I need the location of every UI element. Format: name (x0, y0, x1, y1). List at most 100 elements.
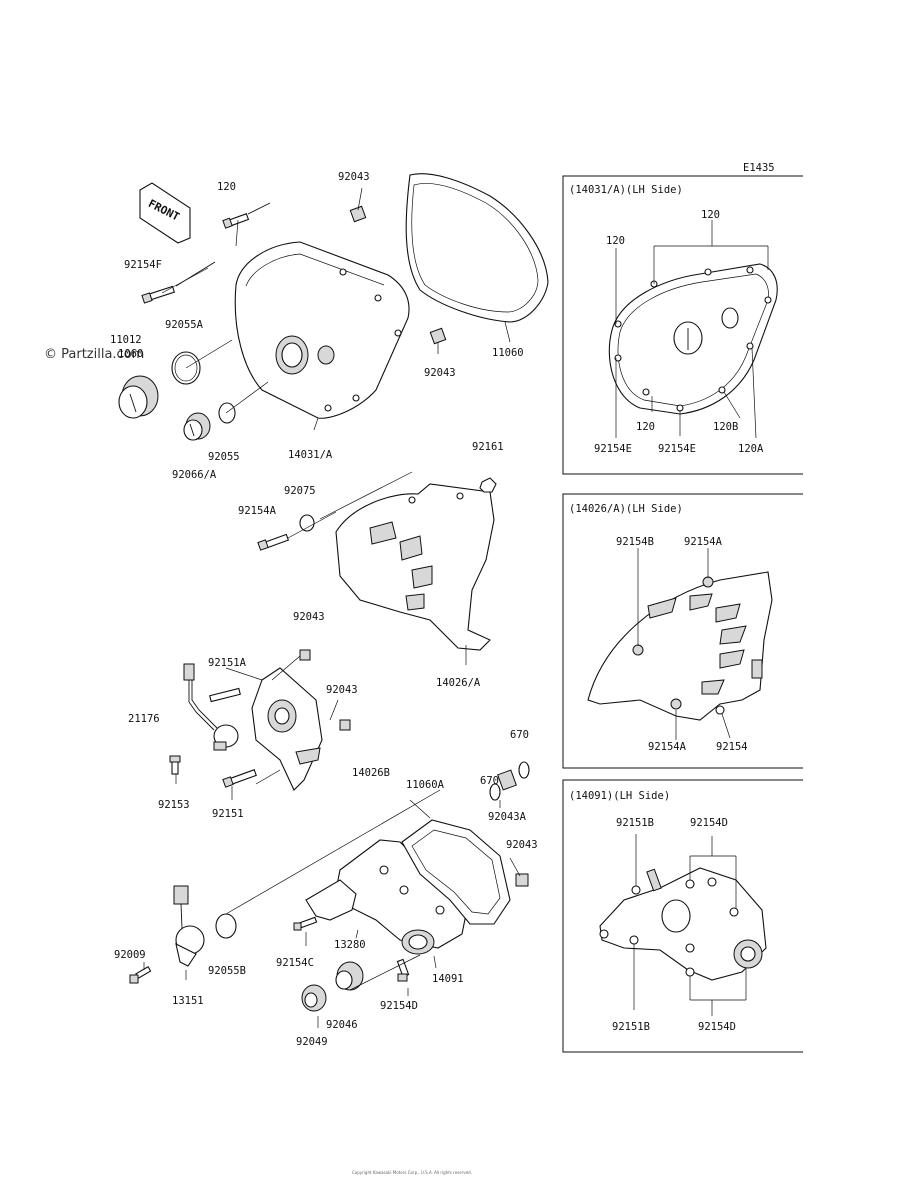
o-ring-92055-icon (218, 402, 236, 424)
copyright-footer: Copyright Kawasaki Motors Corp., U.S.A. … (352, 1170, 472, 1175)
callout-label: 92151A (208, 657, 247, 669)
callout-label: 120 (701, 209, 720, 221)
callout-label: 92154A (648, 741, 687, 753)
callout-label: 92043 (338, 171, 370, 183)
inset-box-14026 (562, 493, 803, 769)
callout-label: 92154B (616, 536, 654, 548)
cap-1060-icon (118, 375, 159, 419)
callout-label: 14026/A (436, 677, 481, 689)
callout-label: 92154D (698, 1021, 736, 1033)
inset-3-cover-drawing (599, 867, 767, 981)
callout-label: 92046 (326, 1019, 358, 1031)
callout-label: 92049 (296, 1036, 328, 1048)
callout-label: 120 (636, 421, 655, 433)
callout-label: 1060 (118, 348, 143, 360)
nut-92161-icon (479, 477, 497, 493)
callout-label: 92043 (293, 611, 325, 623)
inset-2-sprocket-cover-drawing (587, 571, 773, 721)
callout-label: 92154C (276, 957, 314, 969)
o-ring-92055b-icon (215, 913, 237, 939)
dowel-pin-icon (339, 719, 351, 731)
inset-1-labels: (14031/A)(LH Side) 120 120 120 120B 9215… (569, 184, 764, 455)
inset-box-14091 (562, 779, 803, 1053)
diagram-code: E1435 (743, 162, 775, 174)
callout-label: 21176 (128, 713, 160, 725)
inset-2-labels: (14026/A)(LH Side) 92154B 92154A 92154A … (569, 503, 748, 753)
callout-label: 11060 (492, 347, 524, 359)
callout-label: 92153 (158, 799, 190, 811)
plug-92066a-icon (183, 412, 211, 441)
callout-label: 14026B (352, 767, 390, 779)
callout-label: 92151 (212, 808, 244, 820)
callout-label: 120A (738, 443, 764, 455)
callout-label: 92043 (424, 367, 456, 379)
callout-label: 92066/A (172, 469, 217, 481)
callout-label: 14031/A (288, 449, 333, 461)
o-ring-670-icon (489, 783, 501, 801)
bearing-92046-icon (335, 961, 364, 991)
bolt-92009-icon (129, 966, 152, 984)
callout-label: 92154D (380, 1000, 418, 1012)
cover-14091 (335, 839, 469, 955)
seal-92049-icon (301, 984, 327, 1012)
bolt-92151-icon (222, 769, 257, 788)
inset-title: (14031/A)(LH Side) (569, 184, 683, 196)
callout-label: 670 (510, 729, 529, 741)
callout-label: 92154F (124, 259, 162, 271)
inset-box-14031 (562, 175, 803, 475)
gasket-11060a-icon (401, 819, 511, 925)
gasket-11060-icon (405, 173, 549, 323)
bolt-92154a-icon (257, 533, 290, 551)
callout-label: 13151 (172, 995, 204, 1007)
callout-label: 92009 (114, 949, 146, 961)
callout-label: 92055 (208, 451, 240, 463)
bolt-92154d-icon (396, 958, 410, 982)
callout-label: 11012 (110, 334, 142, 346)
bracket-assembly (251, 667, 323, 791)
callout-label: 92154 (716, 741, 748, 753)
callout-label: 92154E (658, 443, 696, 455)
callout-label: 92055A (165, 319, 204, 331)
callout-label: 92154A (684, 536, 723, 548)
o-ring-670-icon (518, 761, 530, 779)
callout-label: 92055B (208, 965, 246, 977)
sensor-21176-icon (183, 663, 239, 751)
inset-title: (14091)(LH Side) (569, 790, 670, 802)
dowel-92043a-icon (497, 769, 517, 791)
guide-13280-icon (305, 879, 357, 921)
front-arrow-icon: FRONT (139, 182, 191, 244)
callout-label: 670 (480, 775, 499, 787)
sensor-13151-icon (173, 885, 205, 967)
bolt-92151a-icon (209, 687, 241, 703)
callout-label: 92043 (326, 684, 358, 696)
callout-label: 13280 (334, 939, 366, 951)
callout-label: 92151B (616, 817, 654, 829)
sprocket-cover-14026 (335, 483, 495, 651)
crankcase-cover-14031 (234, 241, 410, 419)
callout-label: 92043 (506, 839, 538, 851)
dowel-pin-icon (299, 649, 311, 661)
watermark: © Partzilla.com (44, 347, 144, 362)
collar-92075-icon (299, 514, 315, 532)
dowel-pin-icon (349, 205, 367, 223)
callout-label: 11060A (406, 779, 445, 791)
callout-label: 120 (217, 181, 236, 193)
callout-label: 14091 (432, 973, 464, 985)
inset-1-cover-drawing (608, 263, 778, 415)
inset-3-labels: (14091)(LH Side) 92151B 92154D 92151B 92… (569, 790, 736, 1033)
callout-label: 92075 (284, 485, 316, 497)
dowel-pin-icon (515, 873, 529, 887)
callout-label: 92154A (238, 505, 277, 517)
bolt-120-icon (222, 202, 271, 229)
callout-label: 92043A (488, 811, 527, 823)
inset-title: (14026/A)(LH Side) (569, 503, 683, 515)
callout-label: 120 (606, 235, 625, 247)
callout-label: 92161 (472, 441, 504, 453)
callout-label: 92151B (612, 1021, 650, 1033)
bolt-92153-icon (169, 755, 181, 775)
callout-label: 92154E (594, 443, 632, 455)
callout-labels: 120 92043 92154F 92055A 11012 1060 92055… (110, 171, 538, 1048)
callout-label: 92154D (690, 817, 728, 829)
dowel-pin-icon (429, 327, 447, 345)
